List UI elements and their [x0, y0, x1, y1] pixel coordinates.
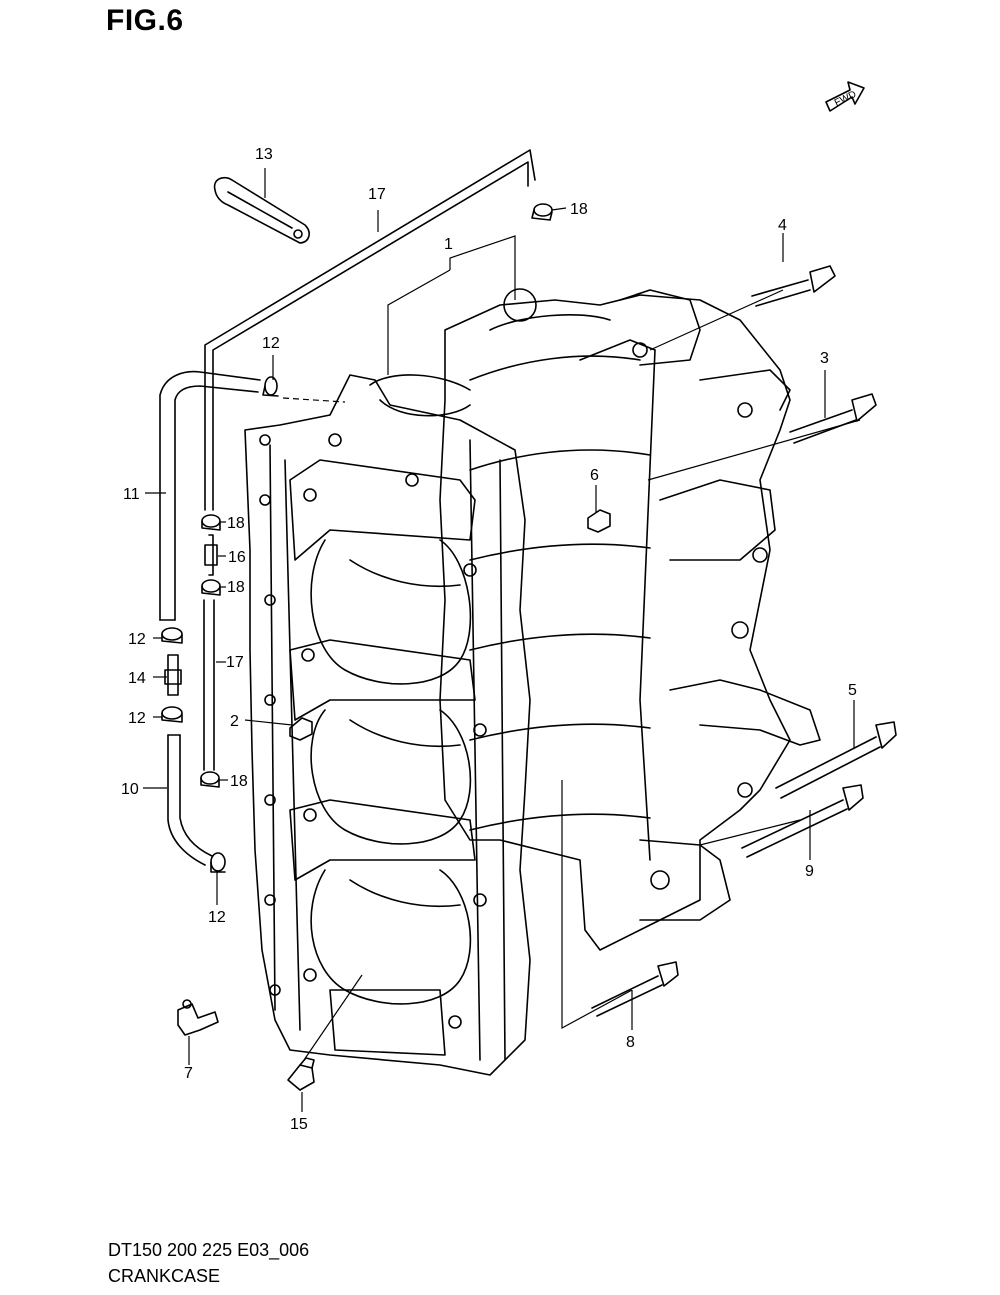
callout-3: 3	[820, 350, 829, 367]
callout-18-a: 18	[227, 515, 245, 532]
crankcase-rear-half	[439, 288, 821, 951]
callout-9: 9	[805, 863, 814, 880]
bolt-9	[741, 784, 864, 858]
callout-12-top: 12	[262, 335, 280, 352]
callout-16: 16	[228, 549, 246, 566]
callout-7: 7	[184, 1065, 193, 1082]
hose-17-upper	[204, 149, 536, 511]
callout-17-b: 17	[226, 654, 244, 671]
callout-18-c: 18	[230, 773, 248, 790]
leader-lines	[143, 168, 861, 1112]
callout-2: 2	[230, 713, 239, 730]
callout-11: 11	[123, 486, 140, 503]
plug-15	[287, 1057, 315, 1091]
callout-10: 10	[121, 781, 139, 798]
fitting-16	[204, 534, 218, 576]
callout-1: 1	[444, 236, 453, 253]
clamp-12-c	[210, 852, 226, 873]
callout-14: 14	[128, 670, 146, 687]
dowel-pin-2	[289, 717, 313, 741]
clamp-18-b	[201, 579, 221, 596]
diagram-code: DT150 200 225 E03_006	[108, 1240, 310, 1260]
callout-17-a: 17	[368, 186, 386, 203]
fwd-label: FWD	[833, 89, 858, 109]
callout-18-b: 18	[227, 579, 245, 596]
callout-8: 8	[626, 1034, 635, 1051]
callout-5: 5	[848, 682, 857, 699]
clamp-12-a	[161, 627, 183, 644]
fitting-14	[164, 654, 182, 696]
clamp-18-a	[201, 514, 221, 531]
callout-12-c: 12	[208, 909, 226, 926]
bolt-5	[775, 721, 897, 799]
callout-12-b: 12	[128, 710, 146, 727]
callout-6: 6	[590, 467, 599, 484]
fwd-arrow-icon	[825, 81, 865, 112]
clamp-18-c	[200, 771, 220, 788]
figure-title: FIG.6	[106, 4, 184, 37]
clamp-12-b	[161, 706, 183, 723]
callout-13: 13	[255, 146, 273, 163]
fitting-7	[177, 999, 219, 1036]
diagram-name: CRANKCASE	[108, 1266, 221, 1286]
clamp-18-top	[531, 203, 553, 221]
plate-13	[213, 176, 310, 244]
hose-17-lower	[203, 599, 215, 771]
callout-12-a: 12	[128, 631, 146, 648]
hose-11	[159, 370, 261, 621]
callout-18-top: 18	[570, 201, 588, 218]
bolt-4	[751, 265, 836, 307]
clamp-12-top	[262, 376, 279, 397]
crankcase-front-half	[244, 374, 531, 1076]
callout-15: 15	[290, 1116, 308, 1133]
dowel-pin-6	[587, 509, 611, 533]
callout-4: 4	[778, 217, 787, 234]
hose-10	[167, 734, 213, 866]
bolt-8	[591, 961, 679, 1017]
